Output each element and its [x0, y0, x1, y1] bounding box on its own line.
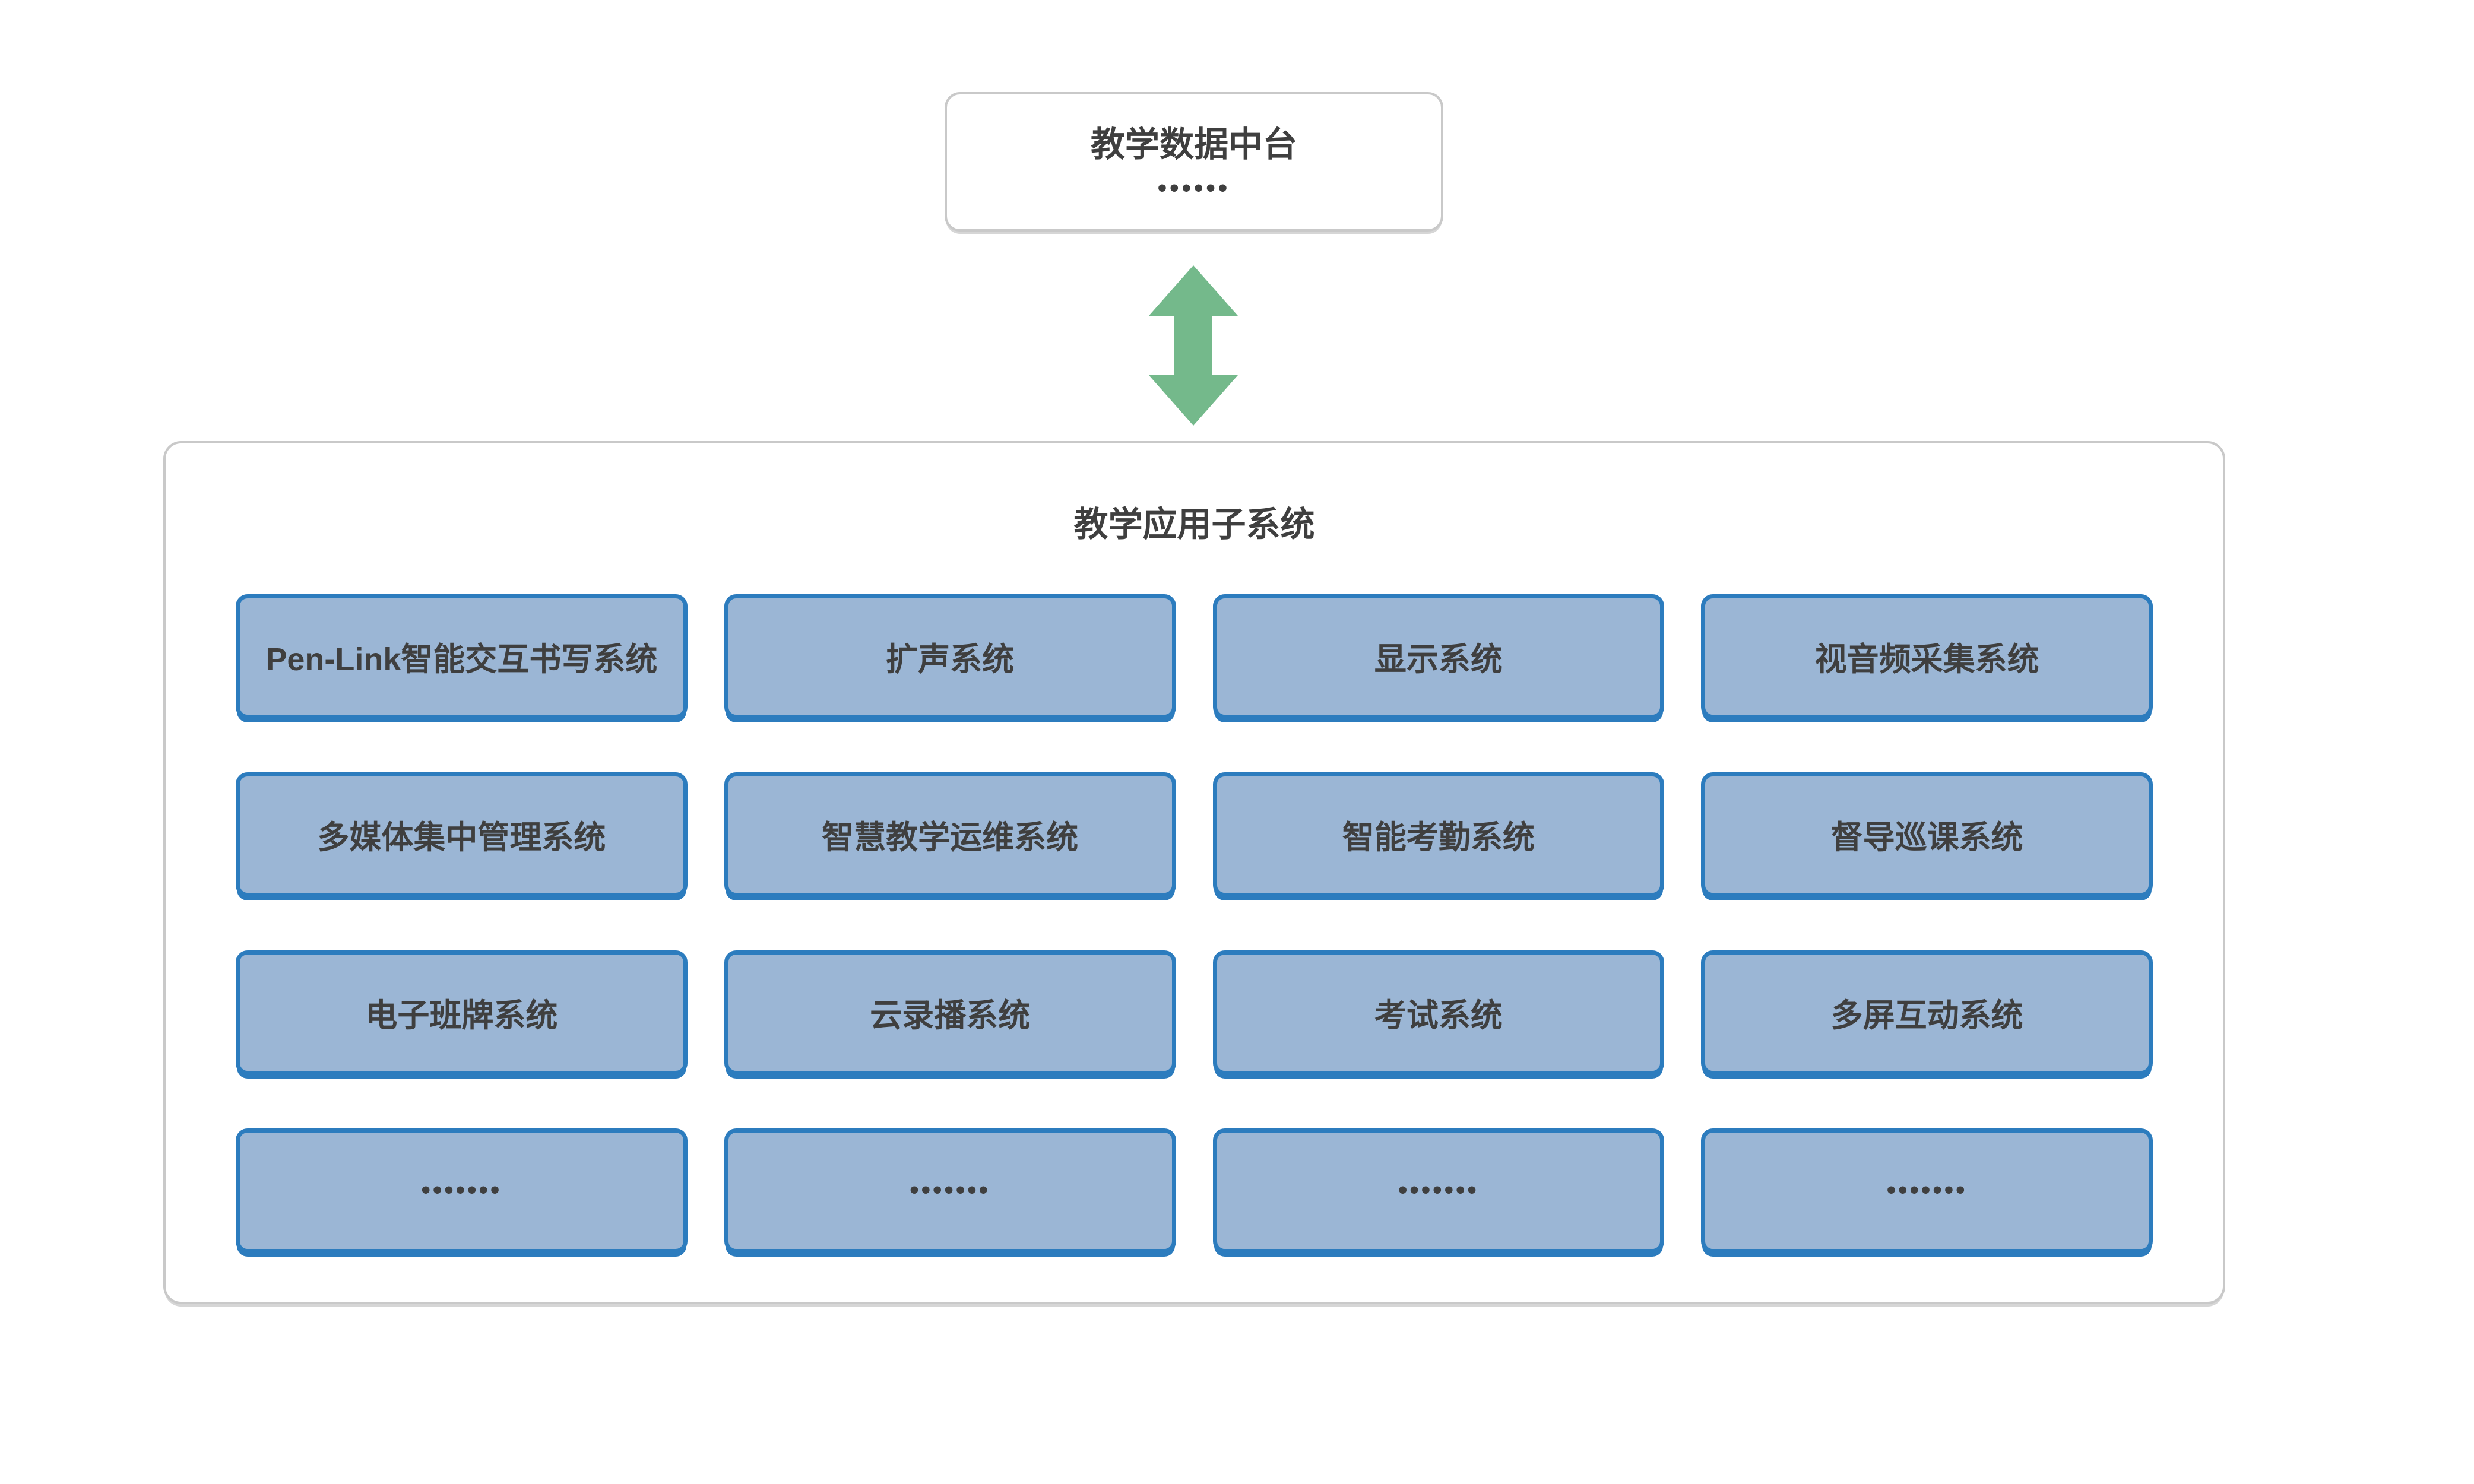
subsystem-box-label: 智慧教学运维系统	[822, 820, 1079, 856]
subsystem-box: •••••••	[1701, 1128, 2153, 1253]
subsystem-box: •••••••	[724, 1128, 1176, 1253]
subsystem-box: 智慧教学运维系统	[724, 772, 1176, 897]
subsystem-box-label: 显示系统	[1374, 642, 1503, 678]
subsystem-box: 考试系统	[1212, 950, 1665, 1075]
subsystem-box-label: 督导巡课系统	[1830, 820, 2023, 856]
subsystem-grid: Pen-Link智能交互书写系统 扩声系统 显示系统 视音频采集系统多媒体集中管理系统…	[236, 594, 2153, 1253]
subsystem-box-label: 扩声系统	[886, 642, 1015, 678]
data-platform-title: 教学数据中台	[1090, 125, 1297, 164]
subsystem-box: 电子班牌系统	[236, 950, 688, 1075]
subsystem-box: 云录播系统	[724, 950, 1176, 1075]
data-platform-ellipsis: ••••••	[1157, 173, 1231, 202]
subsystem-box: •••••••	[236, 1128, 688, 1253]
subsystem-box: 视音频采集系统	[1701, 594, 2153, 719]
subsystem-box-label: 考试系统	[1374, 998, 1503, 1034]
subsystem-box-label: •••••••	[421, 1175, 502, 1205]
subsystem-box: 扩声系统	[724, 594, 1176, 719]
subsystem-box-label: •••••••	[910, 1175, 991, 1205]
subsystem-panel: 教学应用子系统 Pen-Link智能交互书写系统扩声系统显示系统视音频采集系统多…	[163, 441, 2225, 1304]
subsystem-box-label: 智能考勤系统	[1342, 820, 1535, 856]
subsystem-box: 显示系统	[1212, 594, 1665, 719]
subsystem-box-label: •••••••	[1398, 1175, 1479, 1205]
subsystem-box: 智能考勤系统	[1212, 772, 1665, 897]
subsystem-box-label: 多媒体集中管理系统	[317, 820, 606, 856]
subsystem-box: •••••••	[1212, 1128, 1665, 1253]
subsystem-panel-title: 教学应用子系统	[1073, 505, 1315, 544]
subsystem-box: 督导巡课系统	[1701, 772, 2153, 897]
subsystem-box-label: Pen-Link智能交互书写系统	[265, 642, 658, 678]
subsystem-box-label: 多屏互动系统	[1830, 998, 2023, 1034]
data-platform-box: 教学数据中台 ••••••	[945, 92, 1443, 232]
subsystem-box: 多媒体集中管理系统	[236, 772, 688, 897]
double-arrow-vertical-icon	[1149, 265, 1238, 426]
subsystem-box: Pen-Link智能交互书写系统	[236, 594, 688, 719]
subsystem-box-label: •••••••	[1886, 1175, 1968, 1205]
subsystem-box: 多屏互动系统	[1701, 950, 2153, 1075]
subsystem-box-label: 电子班牌系统	[365, 998, 558, 1034]
subsystem-box-label: 视音频采集系统	[1814, 642, 2039, 678]
subsystem-box-label: 云录播系统	[870, 998, 1031, 1034]
